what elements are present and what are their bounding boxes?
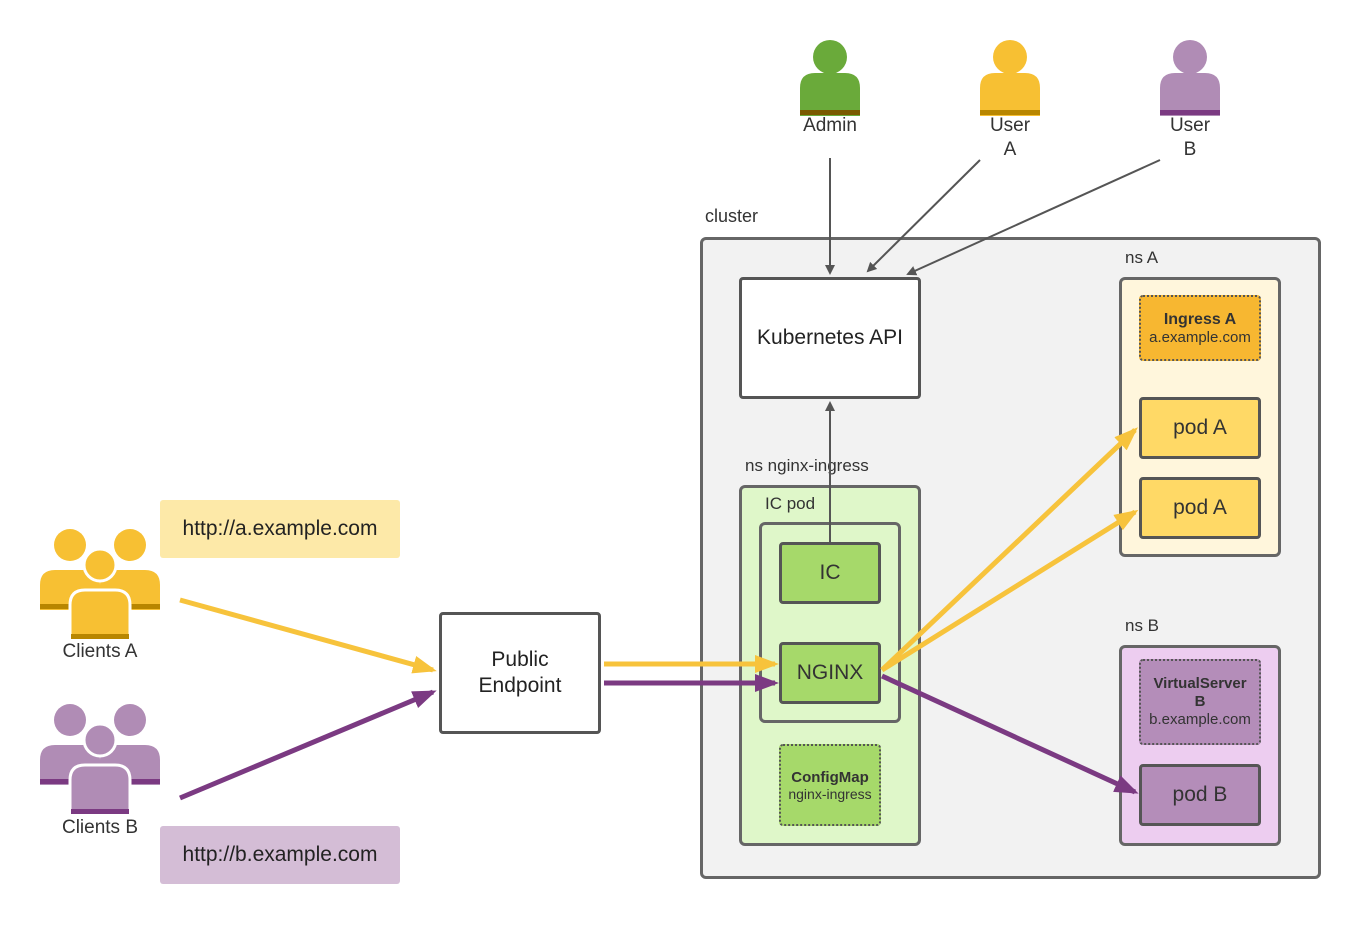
virtualserver-b-box: VirtualServer B b.example.com — [1139, 659, 1261, 745]
virtualserver-b-title: VirtualServer — [1153, 675, 1247, 692]
user-a-label-line2: A — [1003, 139, 1017, 160]
configmap-box: ConfigMap nginx-ingress — [779, 744, 881, 826]
pod-a-1: pod A — [1139, 397, 1261, 459]
public-endpoint-line1: Public — [491, 648, 549, 671]
pod-a-1-label: pod A — [1173, 416, 1227, 439]
pod-a-2: pod A — [1139, 477, 1261, 539]
pod-b: pod B — [1139, 764, 1261, 826]
user-b-label-line2: B — [1183, 139, 1197, 160]
kubernetes-api-box: Kubernetes API — [739, 277, 921, 399]
ns-b-label: ns B — [1125, 616, 1160, 635]
url-a-label: http://a.example.com — [160, 500, 400, 558]
clients-b-group-icon — [40, 704, 160, 817]
user-a-label-line1: User — [989, 115, 1031, 136]
user-b-person-icon — [1160, 40, 1220, 116]
url-a-text: http://a.example.com — [182, 517, 378, 540]
ingress-a-box: Ingress A a.example.com — [1139, 295, 1261, 361]
virtualserver-b-title-2: B — [1194, 693, 1206, 710]
ic-pod-label: IC pod — [765, 494, 816, 513]
ic-box: IC — [779, 542, 881, 604]
clients-a-to-endpoint-arrow — [179, 597, 437, 674]
cluster-label: cluster — [705, 206, 759, 226]
usera-to-api-arrow — [866, 159, 981, 273]
configmap-title: ConfigMap — [791, 768, 869, 786]
nginx-to-pod-b-arrow — [880, 673, 1139, 795]
admin-label: Admin — [803, 115, 857, 136]
ns-nginx-label: ns nginx-ingress — [745, 456, 869, 475]
public-endpoint-line2: Endpoint — [478, 674, 562, 697]
clients-b-label: Clients B — [61, 817, 139, 838]
nginx-label: NGINX — [796, 661, 864, 684]
nginx-to-pod-a1-arrow — [880, 427, 1138, 672]
ingress-a-host: a.example.com — [1149, 328, 1251, 346]
ingress-a-title: Ingress A — [1163, 310, 1237, 328]
url-b-label: http://b.example.com — [160, 826, 400, 884]
clients-a-label: Clients A — [62, 641, 138, 662]
user-b-label-line1: User — [1169, 115, 1211, 136]
admin-person-icon — [800, 40, 860, 116]
userb-to-api-arrow — [906, 159, 1161, 276]
clients-a-group-icon — [40, 529, 160, 642]
ns-a-label: ns A — [1125, 248, 1159, 267]
url-b-text: http://b.example.com — [182, 843, 378, 866]
ic-label: IC — [819, 561, 841, 584]
clients-b-to-endpoint-arrow — [179, 689, 437, 801]
public-endpoint-box: Public Endpoint — [439, 612, 601, 734]
virtualserver-b-host: b.example.com — [1149, 711, 1251, 728]
kubernetes-api-label: Kubernetes API — [757, 326, 903, 349]
nginx-to-pod-a2-arrow — [880, 509, 1139, 673]
configmap-name: nginx-ingress — [788, 785, 872, 802]
pod-a-2-label: pod A — [1173, 496, 1227, 519]
nginx-box: NGINX — [779, 642, 881, 704]
user-a-person-icon — [980, 40, 1040, 116]
pod-b-label: pod B — [1172, 783, 1228, 806]
